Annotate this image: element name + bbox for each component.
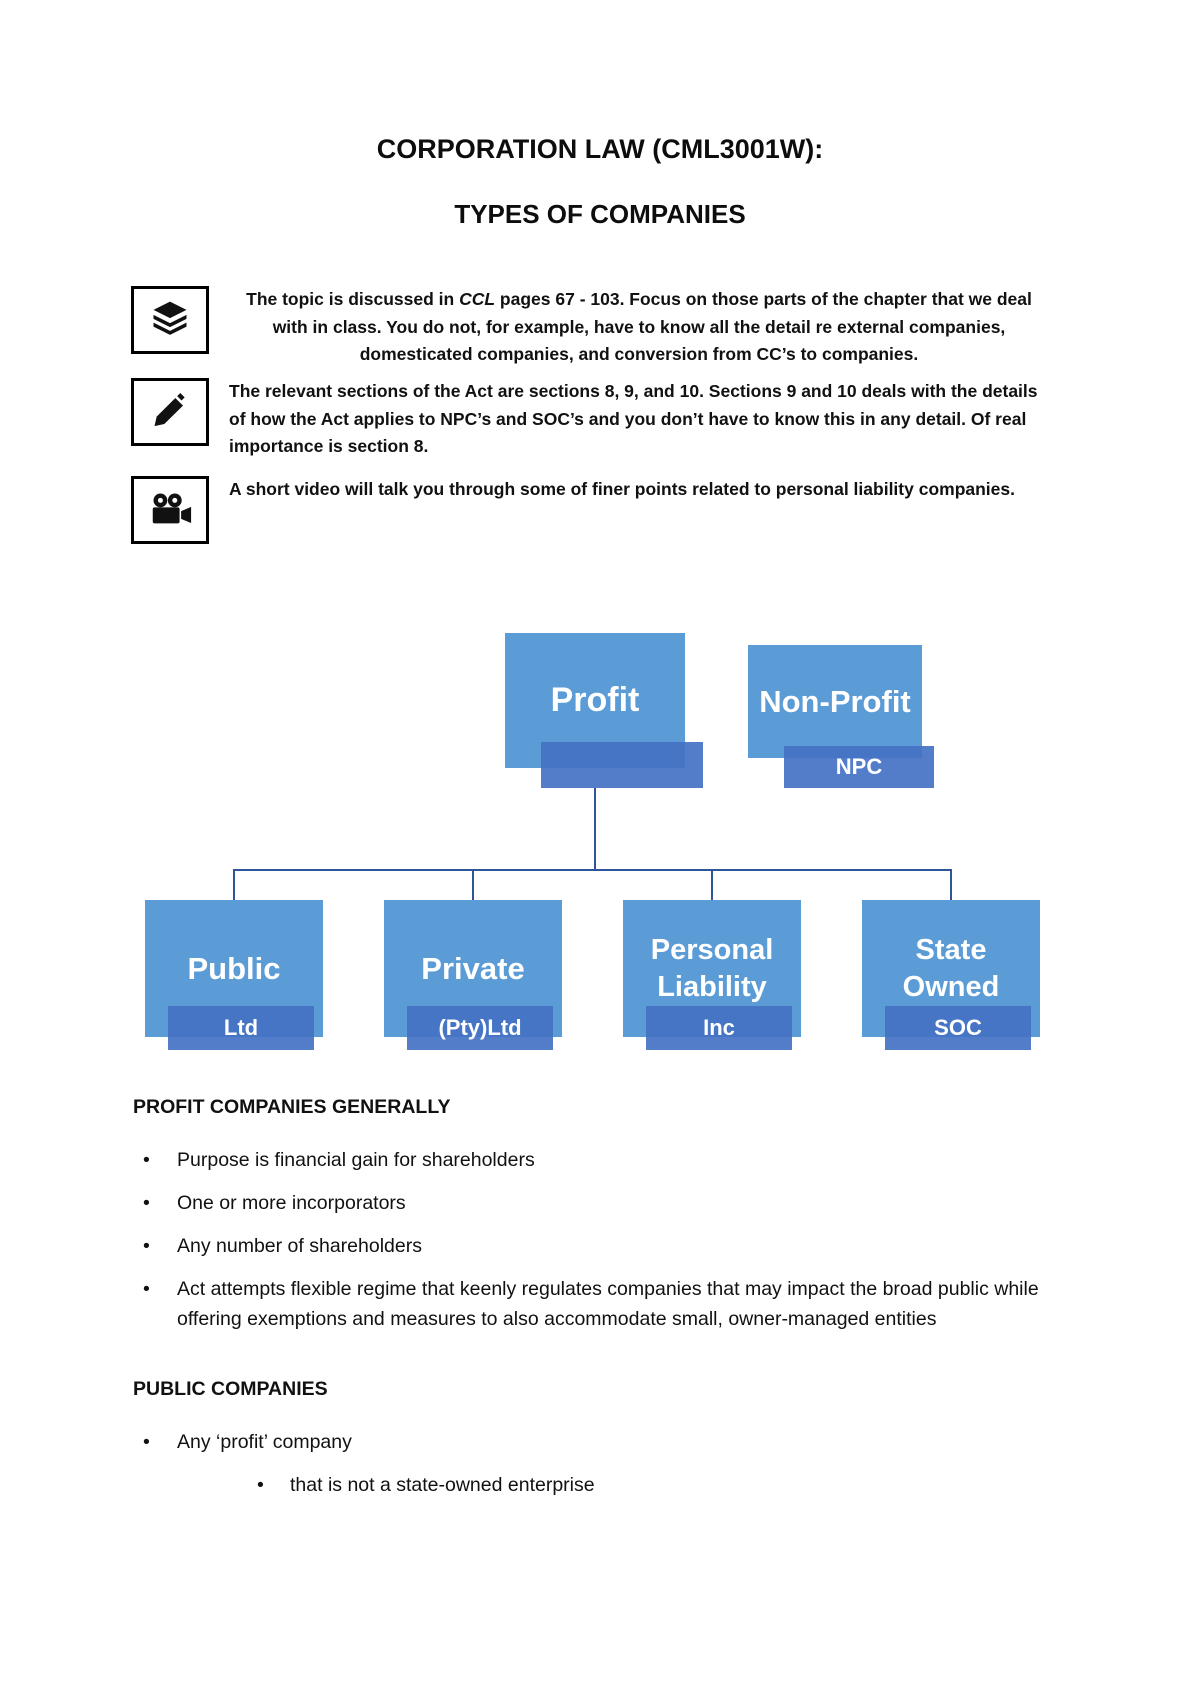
callout-text-segment: The topic is discussed in: [246, 289, 460, 309]
section-profit-companies: PROFIT COMPANIES GENERALLY Purpose is fi…: [133, 1096, 1063, 1347]
connector-stub-personal-liability: [711, 869, 713, 900]
video-camera-icon: [152, 493, 192, 524]
badge-pty-ltd: (Pty)Ltd: [407, 1006, 553, 1050]
badge-ltd: Ltd: [168, 1006, 314, 1050]
connector-stub-private: [472, 869, 474, 900]
pencil-icon-box: [131, 378, 209, 446]
bullet-text: One or more incorporators: [177, 1192, 406, 1214]
node-non-profit: Non-Profit: [748, 645, 922, 758]
callout-text-emphasis: CCL: [459, 289, 496, 309]
callout-sections: The relevant sections of the Act are sec…: [131, 378, 1049, 461]
badge-npc: NPC: [784, 746, 934, 788]
bullet-text: Act attempts flexible regime that keenly…: [177, 1278, 1039, 1330]
node-label: State Owned: [902, 934, 1000, 1003]
bullet-item: One or more incorporators: [133, 1188, 1063, 1218]
page-subtitle: TYPES OF COMPANIES: [454, 199, 746, 229]
section-heading: PROFIT COMPANIES GENERALLY: [133, 1096, 451, 1118]
profit-sub-box: [541, 742, 703, 788]
section-public-companies: PUBLIC COMPANIES Any ‘profit’ company th…: [133, 1378, 1063, 1513]
callout-text-segment: pages 67 - 103. Focus on those parts of …: [272, 289, 1032, 364]
callout-video-text: A short video will talk you through some…: [229, 479, 1015, 499]
bullet-text: Purpose is financial gain for shareholde…: [177, 1149, 535, 1171]
bullet-item: Any ‘profit’ company: [133, 1427, 1063, 1457]
callout-reading-text: The topic is discussed in CCL pages 67 -…: [229, 286, 1049, 369]
bullet-text: Any ‘profit’ company: [177, 1431, 352, 1453]
callout-video: A short video will talk you through some…: [131, 476, 1049, 544]
books-icon: [153, 301, 187, 335]
bullet-item: Purpose is financial gain for shareholde…: [133, 1145, 1063, 1175]
page-title: CORPORATION LAW (CML3001W):: [376, 134, 824, 164]
bullet-text: Any number of shareholders: [177, 1235, 422, 1257]
bullet-text: that is not a state-owned enterprise: [290, 1474, 595, 1496]
badge-inc: Inc: [646, 1006, 792, 1050]
badge-soc: SOC: [885, 1006, 1031, 1050]
bullet-item: Any number of shareholders: [133, 1231, 1063, 1261]
bullet-list: Any ‘profit’ company that is not a state…: [133, 1427, 1063, 1500]
connector-stub-state-owned: [950, 869, 952, 900]
callout-reading: The topic is discussed in CCL pages 67 -…: [131, 286, 1049, 369]
video-camera-icon-box: [131, 476, 209, 544]
bullet-list: Purpose is financial gain for shareholde…: [133, 1145, 1063, 1334]
connector-stub-public: [233, 869, 235, 900]
books-icon-box: [131, 286, 209, 354]
node-label: Personal Liability: [650, 934, 774, 1003]
connector-horizontal: [233, 869, 952, 871]
bullet-item: Act attempts flexible regime that keenly…: [133, 1274, 1063, 1334]
connector-profit-down: [594, 788, 596, 869]
pencil-icon: [154, 393, 185, 427]
section-heading: PUBLIC COMPANIES: [133, 1378, 328, 1400]
sub-bullet-item: that is not a state-owned enterprise: [133, 1470, 1063, 1500]
callout-sections-text: The relevant sections of the Act are sec…: [229, 381, 1038, 456]
